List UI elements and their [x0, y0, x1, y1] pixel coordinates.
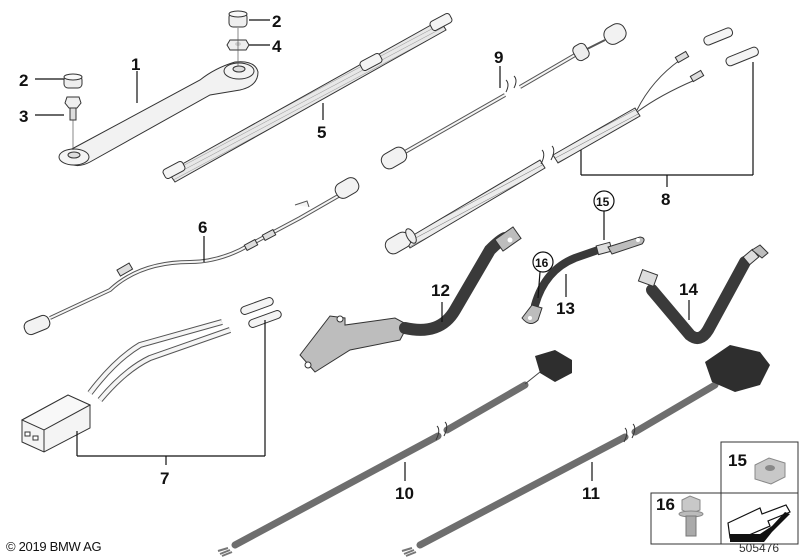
inset-box-arrow: [720, 492, 799, 545]
callout-16-circled: 16: [532, 251, 554, 273]
part-14-battery-cable: [637, 244, 769, 344]
callout-10: 10: [395, 484, 414, 503]
part-13-ground-cable: [521, 236, 645, 324]
hex-bolt-icon: [678, 495, 704, 537]
diagram-number: 505476: [739, 541, 780, 555]
callout-4: 4: [272, 37, 282, 56]
callout-14: 14: [679, 280, 698, 299]
part-9-sensor-cable: [380, 23, 627, 170]
part-10-cable: [217, 350, 572, 557]
inset-label-16: 16: [656, 495, 675, 514]
part-5-ribbon-cable: [162, 12, 453, 183]
arrow-symbol-icon: [727, 504, 791, 542]
callout-5: 5: [317, 123, 326, 142]
part-2-cap-left: [63, 73, 83, 89]
callout-13: 13: [556, 299, 575, 318]
part-3-bolt: [64, 96, 82, 150]
part-2-cap-right: [228, 10, 248, 28]
leader-lines: [35, 19, 754, 481]
callout-9: 9: [494, 48, 503, 67]
callout-11: 11: [582, 484, 600, 503]
callout-3: 3: [19, 107, 28, 126]
svg-text:16: 16: [535, 256, 549, 270]
callout-6: 6: [198, 218, 207, 237]
part-1-ground-strap: [58, 61, 259, 166]
part-12-battery-cable-bracket: [299, 226, 522, 373]
svg-text:15: 15: [596, 195, 610, 209]
part-6-cable: [23, 177, 360, 336]
callout-8: 8: [661, 190, 670, 209]
callout-15-circled: 15: [593, 190, 615, 212]
callout-1: 1: [131, 55, 140, 74]
inset-box-15: 15: [720, 441, 799, 494]
part-11-cable: [401, 345, 770, 557]
inset-box-16: 16: [650, 492, 722, 545]
callout-2-right: 2: [272, 12, 281, 31]
copyright-notice: © 2019 BMW AG: [6, 539, 102, 554]
inset-label-15: 15: [728, 451, 747, 470]
callout-2-left: 2: [19, 71, 28, 90]
part-4-nut: [226, 28, 250, 66]
part-8-sheathed-cable: [384, 27, 759, 255]
part-7-connector-cable: [20, 297, 282, 453]
callout-12: 12: [431, 281, 450, 300]
callout-7: 7: [160, 469, 169, 488]
